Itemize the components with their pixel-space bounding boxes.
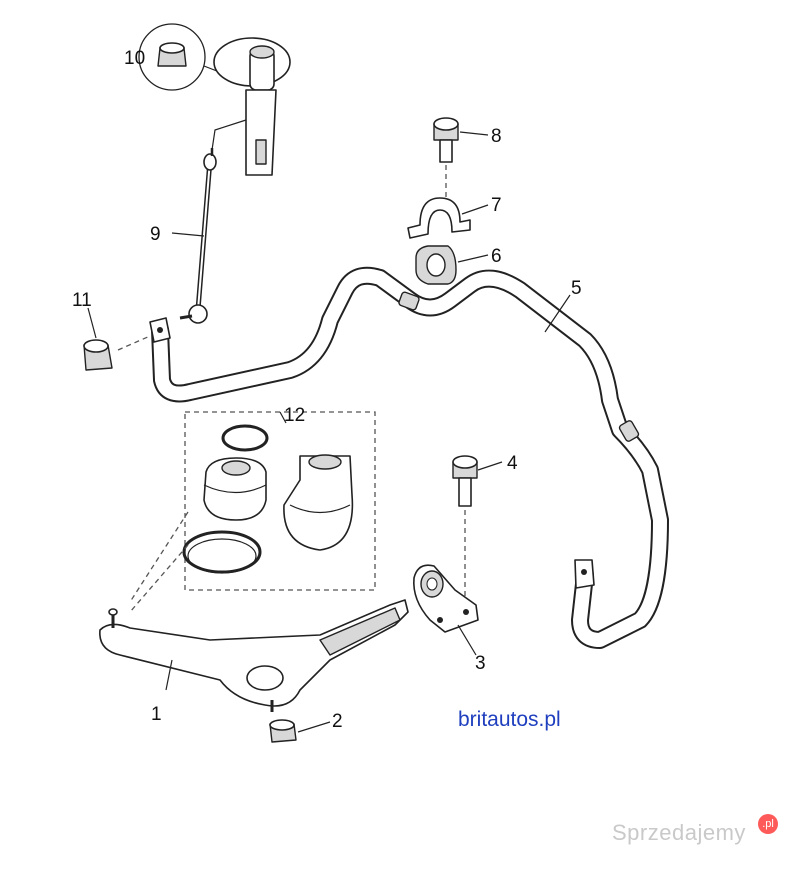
- clamp-bolt: [433, 117, 459, 200]
- strut-assembly: [138, 23, 291, 176]
- callout-1: 1: [151, 704, 162, 725]
- leader-lines: [87, 131, 571, 733]
- brand-text: britautos.pl: [458, 708, 561, 731]
- callout-5: 5: [571, 278, 582, 299]
- boot-kit: [129, 411, 376, 613]
- drop-link: [179, 148, 217, 324]
- arm-nut: [269, 719, 297, 743]
- callout-9: 9: [150, 224, 161, 245]
- callout-3: 3: [475, 653, 486, 674]
- lower-control-arm: [99, 599, 409, 712]
- callout-12: 12: [284, 405, 305, 426]
- callout-7: 7: [491, 195, 502, 216]
- anti-roll-bar: [149, 266, 669, 649]
- bar-bush: [415, 245, 457, 285]
- link-nut: [83, 335, 151, 371]
- rear-bush-bracket: [413, 564, 479, 633]
- callout-8: 8: [491, 126, 502, 147]
- callout-6: 6: [491, 246, 502, 267]
- watermark-badge: .pl: [758, 814, 778, 834]
- arm-bolt: [452, 455, 478, 600]
- callout-2: 2: [332, 711, 343, 732]
- callout-10: 10: [124, 48, 145, 69]
- callout-11: 11: [72, 290, 92, 311]
- callout-4: 4: [507, 453, 518, 474]
- watermark-text: Sprzedajemy: [612, 820, 746, 845]
- bush-clamp: [407, 197, 471, 239]
